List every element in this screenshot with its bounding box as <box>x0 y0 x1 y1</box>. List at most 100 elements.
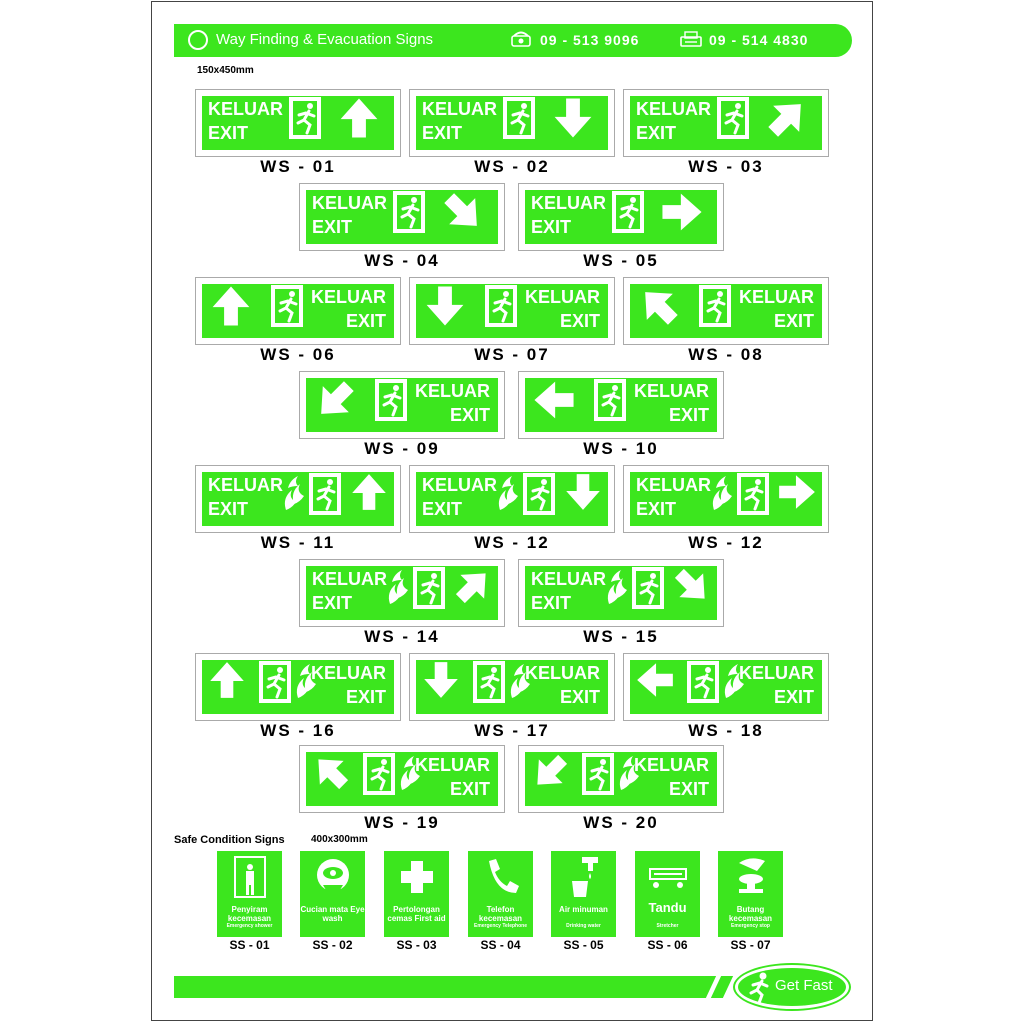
safe-sign-label: Telefon kecemasan <box>478 905 523 923</box>
arrow-right-icon <box>659 189 705 235</box>
sign-text-keluar: KELUAR <box>311 287 386 307</box>
safe-sign-label: Cucian mata Eye wash <box>300 905 365 923</box>
exit-sign: KELUAR EXIT <box>518 559 724 627</box>
sign-code: WS - 02 <box>474 157 550 176</box>
running-man-icon <box>611 190 645 234</box>
sign-code: WS - 16 <box>260 721 336 740</box>
sign-code: WS - 08 <box>688 345 764 364</box>
sign-code: WS - 09 <box>364 439 440 458</box>
sign-text-exit: EXIT <box>531 593 572 613</box>
sign-text-keluar: KELUAR <box>422 99 497 119</box>
arrow-down-left-icon <box>312 377 358 423</box>
arrow-down-right-icon <box>440 189 486 235</box>
sign-text-exit: EXIT <box>773 311 814 331</box>
sign-text-exit: EXIT <box>668 405 709 425</box>
sign-text-keluar: KELUAR <box>312 569 387 589</box>
running-man-icon <box>392 190 426 234</box>
sign-code: WS - 06 <box>260 345 336 364</box>
arrow-up-right-icon <box>452 565 494 611</box>
sign-code: WS - 18 <box>688 721 764 740</box>
sign-text-exit: EXIT <box>449 779 490 799</box>
size-label: 150x450mm <box>197 65 254 76</box>
first-aid-cross-icon <box>384 855 449 899</box>
running-man-icon <box>593 378 627 422</box>
safe-sign-label: Butang kecemasan <box>728 905 773 923</box>
emergency-button-icon <box>718 855 783 899</box>
sign-text-keluar: KELUAR <box>739 663 814 683</box>
running-man-icon <box>522 472 556 516</box>
arrow-up-left-icon <box>310 751 352 797</box>
sign-text-keluar: KELUAR <box>531 193 606 213</box>
sign-code: WS - 04 <box>364 251 440 270</box>
exit-sign-text: KELUAR EXIT <box>634 753 709 801</box>
sign-code: WS - 03 <box>688 157 764 176</box>
sign-text-exit: EXIT <box>312 593 353 613</box>
running-man-icon <box>698 284 732 328</box>
sign-text-keluar: KELUAR <box>208 99 283 119</box>
sign-text-exit: EXIT <box>636 123 677 143</box>
exit-sign: KELUAR EXIT <box>518 745 724 813</box>
running-man-icon <box>472 660 506 704</box>
sign-text-keluar: KELUAR <box>422 475 497 495</box>
stretcher-icon <box>635 855 700 899</box>
brand-name: Get Fast <box>775 977 833 994</box>
eye-wash-icon <box>300 855 365 899</box>
safe-size-label: 400x300mm <box>311 834 368 845</box>
fire-icon <box>508 662 532 702</box>
fire-icon <box>398 754 422 794</box>
sign-text-keluar: KELUAR <box>634 755 709 775</box>
safe-sign: Cucian mata Eye wash <box>300 851 365 937</box>
running-man-icon <box>716 96 750 140</box>
arrow-up-left-icon <box>636 283 682 329</box>
sign-text-exit: EXIT <box>668 779 709 799</box>
fire-icon <box>282 474 306 514</box>
header-bar: Way Finding & Evacuation Signs 09 - 513 … <box>174 24 852 57</box>
sign-text-exit: EXIT <box>559 311 600 331</box>
sign-text-keluar: KELUAR <box>525 663 600 683</box>
sign-code: WS - 15 <box>583 627 659 646</box>
arrow-up-icon <box>208 283 254 329</box>
safe-sign-sublabel: Emergency stop <box>731 923 770 929</box>
running-man-icon <box>374 378 408 422</box>
exit-sign-text: KELUAR EXIT <box>531 191 606 239</box>
fire-icon <box>386 568 410 608</box>
exit-sign-text: KELUAR EXIT <box>531 567 606 615</box>
sign-text-exit: EXIT <box>531 217 572 237</box>
exit-sign-text: KELUAR EXIT <box>312 567 387 615</box>
running-man-icon <box>631 566 665 610</box>
header-title: Way Finding & Evacuation Signs <box>216 31 434 48</box>
sign-text-keluar: KELUAR <box>636 475 711 495</box>
footer-bar <box>174 976 704 998</box>
sign-code: WS - 01 <box>260 157 336 176</box>
sign-code: WS - 12 <box>474 533 550 552</box>
arrow-right-icon <box>776 471 818 517</box>
fire-icon <box>710 474 734 514</box>
sign-text-keluar: KELUAR <box>531 569 606 589</box>
fax-number: 09 - 514 4830 <box>709 32 809 48</box>
drinking-water-icon <box>551 855 616 899</box>
sign-text-exit: EXIT <box>636 499 677 519</box>
sign-code: WS - 14 <box>364 627 440 646</box>
sign-text-exit: EXIT <box>208 499 249 519</box>
sign-text-exit: EXIT <box>312 217 353 237</box>
safe-sign-code: SS - 01 <box>229 938 270 952</box>
arrow-up-icon <box>336 95 382 141</box>
